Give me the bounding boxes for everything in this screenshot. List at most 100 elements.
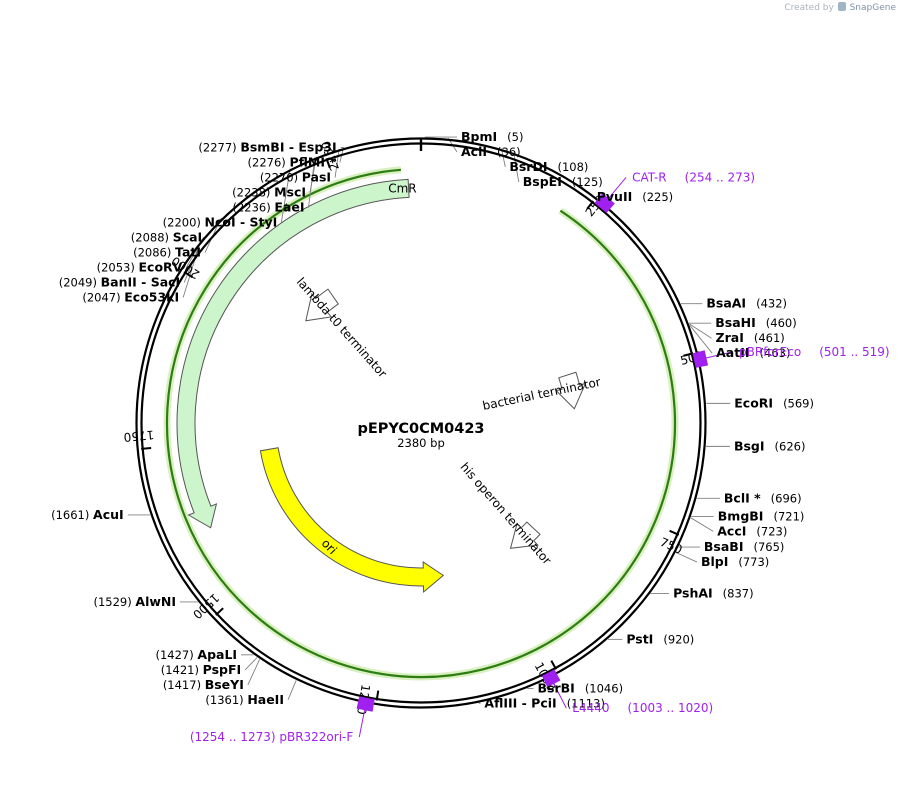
enzyme-position: (1427) [156, 648, 198, 662]
feature-his-operon-terminator-arrow [509, 521, 541, 549]
enzyme-site-ncoi-styi: (2200) NcoI - StyI [163, 215, 278, 230]
enzyme-position: (2236) [232, 201, 274, 215]
primer-label-cat-r: CAT-R(254 .. 273) [632, 170, 755, 184]
snapgene-logo-icon [837, 2, 846, 11]
orf-arrowhead [280, 202, 291, 212]
enzyme-name: BmgBI [718, 508, 764, 523]
enzyme-position: (626) [775, 439, 806, 453]
enzyme-site-bsahi: BsaHI (460) [715, 315, 796, 330]
enzyme-name: BsgI [734, 438, 765, 453]
enzyme-position: (108) [557, 160, 588, 174]
primer-leader [606, 177, 627, 201]
enzyme-position: (1529) [93, 595, 135, 609]
enzyme-name: TatI [175, 245, 201, 260]
feature-cmr-arrow [176, 178, 410, 529]
enzyme-leader [689, 323, 712, 339]
primer-pbr322ori-f-mark [356, 696, 375, 712]
enzyme-position: (125) [572, 175, 603, 189]
enzyme-name: EaeI [274, 200, 304, 215]
tick-mark [550, 660, 557, 670]
enzyme-position: (2270) [260, 171, 302, 185]
enzyme-name: EcoRV [139, 260, 183, 275]
enzyme-position: (460) [766, 316, 797, 330]
enzyme-site-afliii-pcii: AflIII - PciI (1113) [484, 696, 605, 711]
enzyme-position: (2086) [133, 246, 175, 260]
primer-name: pBRforEco [739, 345, 801, 359]
enzyme-position: (2276) [248, 156, 290, 170]
enzyme-position: (2047) [82, 291, 124, 305]
enzyme-site-pflmi: (2276) PflMI * [248, 155, 337, 170]
enzyme-name: BpmI [461, 129, 497, 144]
primer-layer [356, 177, 734, 738]
enzyme-site-blpi: BlpI(773) [701, 554, 769, 569]
enzyme-site-eaei: (2236) EaeI [232, 200, 304, 215]
enzyme-leader [501, 148, 506, 168]
enzyme-site-ecorv: (2053) EcoRV [97, 260, 183, 275]
enzyme-site-bsmbi-esp3i: (2277) BsmBI - Esp3I [198, 140, 336, 155]
primer-label-l4440: L4440(1003 .. 1020) [572, 701, 713, 715]
enzyme-position: (837) [723, 587, 754, 601]
enzyme-position: (463) [760, 346, 791, 360]
tick-mark [141, 447, 152, 450]
enzyme-leader [690, 517, 714, 532]
enzyme-name: PasI [302, 170, 331, 185]
primer-label-pbrforeco: pBRforEco(501 .. 519) [739, 345, 890, 359]
tick-mark [183, 271, 194, 279]
enzyme-leader [182, 240, 202, 298]
enzyme-site-bsaai: BsaAI(432) [706, 296, 787, 311]
enzyme-site-pspfi: (1421) PspFI [161, 662, 241, 677]
enzyme-site-zrai: ZraI(461) [716, 330, 785, 345]
enzyme-name: ScaI [173, 230, 203, 245]
enzyme-name: AatII [716, 345, 749, 360]
credit-prefix: Created by [784, 3, 834, 13]
enzyme-position: (1361) [205, 693, 247, 707]
enzyme-position: (2049) [59, 276, 101, 290]
enzyme-site-apali: (1427) ApaLI [156, 647, 238, 662]
enzyme-name: AflIII - PciI [484, 696, 556, 711]
enzyme-name: BspEI [523, 174, 562, 189]
feature-ori-arrow [259, 447, 445, 594]
enzyme-site-bseyi: (1417) BseYI [163, 677, 244, 692]
enzyme-name: PspFI [203, 662, 242, 677]
enzyme-position: (920) [663, 632, 694, 646]
feature-label-bacterial-terminator: bacterial terminator [481, 375, 602, 413]
enzyme-position: (1046) [585, 682, 623, 696]
enzyme-name: EcoRI [734, 395, 773, 410]
enzyme-name: MscI [274, 185, 306, 200]
enzyme-name: NcoI - StyI [205, 215, 278, 230]
enzyme-site-alwni: (1529) AlwNI [93, 594, 176, 609]
enzyme-name: AclI [461, 144, 487, 159]
feature-lambda-t0-terminator-arrow [305, 288, 339, 322]
enzyme-position: (2200) [163, 216, 205, 230]
primer-leader [703, 351, 734, 359]
enzyme-leader [247, 658, 261, 686]
enzyme-site-bsrbi: BsrBI (1046) [538, 681, 624, 696]
enzyme-position: (1421) [161, 663, 203, 677]
enzyme-name: BsmBI - Esp3I [240, 140, 336, 155]
enzyme-leader [334, 148, 340, 178]
enzyme-site-eco53ki: (2047) Eco53kI [82, 290, 179, 305]
enzyme-name: AlwNI [135, 594, 176, 609]
feature-label-his-operon-terminator: his operon terminator [457, 460, 554, 567]
enzyme-leader [689, 325, 713, 354]
enzyme-leader [244, 657, 258, 671]
enzyme-position: (2277) [198, 141, 240, 155]
enzyme-site-ecori: EcoRI(569) [734, 395, 814, 410]
enzyme-site-bsrdi: BsrDI (108) [509, 159, 588, 174]
enzyme-name: PflMI * [289, 155, 336, 170]
primer-label-pbr322ori-f: (1254 .. 1273) pBR322ori-F [190, 730, 354, 744]
tick-mark [683, 352, 694, 357]
enzyme-site-scai: (2088) ScaI [131, 230, 202, 245]
enzyme-position: (225) [642, 190, 673, 204]
enzyme-name: BsrDI [509, 159, 547, 174]
enzyme-name: BsaHI [715, 315, 756, 330]
tick-mark [586, 200, 595, 210]
enzyme-position: (723) [756, 524, 787, 538]
enzyme-position: (721) [773, 509, 804, 523]
enzyme-name: BseYI [205, 677, 244, 692]
enzyme-name: BsrBI [538, 681, 575, 696]
enzyme-site-bspei: BspEI (125) [523, 174, 603, 189]
tick-mark [375, 690, 380, 701]
enzyme-position: (1113) [567, 697, 605, 711]
